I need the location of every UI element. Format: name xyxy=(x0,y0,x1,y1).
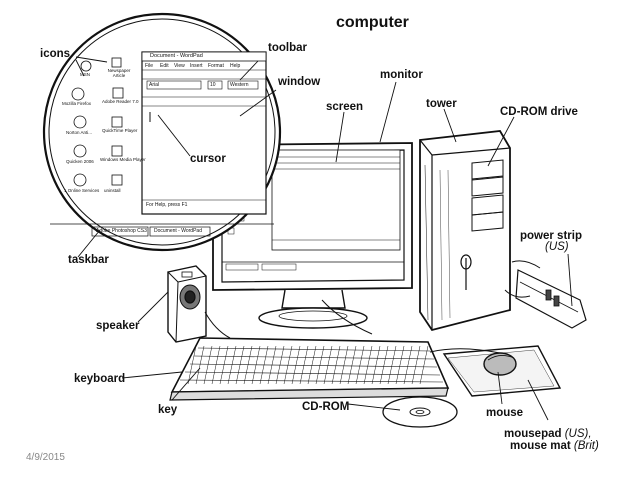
label-cdrom: CD-ROM xyxy=(302,401,350,413)
key-divider xyxy=(259,345,269,385)
key-divider xyxy=(355,345,365,385)
key-divider xyxy=(299,345,309,385)
script-box[interactable]: Western xyxy=(230,82,249,88)
key-divider xyxy=(323,345,333,385)
label-icons: icons xyxy=(40,48,71,60)
key-divider xyxy=(339,345,349,385)
label-taskbar: taskbar xyxy=(68,254,109,266)
label-power-strip: power strip xyxy=(520,230,582,242)
key-divider xyxy=(419,345,429,385)
desktop-icon-label[interactable]: Norton Anti... xyxy=(66,130,93,135)
status-text: For Help, press F1 xyxy=(146,202,188,208)
key-divider xyxy=(211,345,221,385)
key-divider xyxy=(403,345,413,385)
label-tower: tower xyxy=(426,98,457,110)
mousepad-us: mousepad xyxy=(504,428,562,440)
key-divider xyxy=(195,345,205,385)
leader-lines xyxy=(75,56,573,421)
key-divider xyxy=(331,345,341,385)
key-divider xyxy=(227,345,237,385)
taskbar-item-photoshop[interactable]: Adobe Photoshop CS3 xyxy=(96,228,147,234)
key-divider xyxy=(307,345,317,385)
key-divider xyxy=(371,345,381,385)
desktop-icon-label[interactable]: uninstall xyxy=(104,188,121,193)
key-divider xyxy=(291,345,301,385)
page-title: computer xyxy=(336,14,409,31)
region-note: (US), xyxy=(564,428,592,440)
size-box[interactable]: 10 xyxy=(210,82,216,88)
wordpad-menu-insert[interactable]: Insert xyxy=(190,63,203,69)
label-key: key xyxy=(158,404,178,416)
key-divider xyxy=(203,345,213,385)
label-mousepad: mousepad (US), xyxy=(504,428,592,440)
tower-drawing xyxy=(419,130,511,332)
slide-date: 4/9/2015 xyxy=(26,452,65,463)
key-divider xyxy=(315,345,325,385)
key-divider xyxy=(411,345,421,385)
label-cursor: cursor xyxy=(190,153,226,165)
key-divider xyxy=(251,345,261,385)
power-strip-drawing xyxy=(504,260,587,329)
desktop-icon-label[interactable]: Newspaper Article xyxy=(107,68,131,78)
key-divider xyxy=(347,345,357,385)
desktop-icon-label[interactable]: Mozilla Firefox xyxy=(62,101,92,106)
label-keyboard: keyboard xyxy=(74,373,126,385)
region-note: (Brit) xyxy=(573,440,599,452)
wordpad-menu-help[interactable]: Help xyxy=(230,63,241,69)
keyboard-drawing xyxy=(169,337,450,401)
key-divider xyxy=(283,345,293,385)
desktop-icon-label[interactable]: Windows Media Player xyxy=(100,157,146,162)
label-mouse-mat: mouse mat (Brit) xyxy=(510,440,599,452)
key-divider xyxy=(235,345,245,385)
wordpad-menu-format[interactable]: Format xyxy=(208,63,224,69)
key-divider xyxy=(379,345,389,385)
magnifier-drawing xyxy=(42,12,282,252)
key-divider xyxy=(275,345,285,385)
key-divider xyxy=(243,345,253,385)
key-divider xyxy=(395,345,405,385)
label-toolbar: toolbar xyxy=(268,42,307,54)
label-monitor: monitor xyxy=(380,69,423,81)
key-divider xyxy=(387,345,397,385)
wordpad-title: Document - WordPad xyxy=(150,53,203,59)
label-screen: screen xyxy=(326,101,364,113)
wordpad-menu-edit[interactable]: Edit xyxy=(160,63,169,69)
font-box[interactable]: Arial xyxy=(149,82,160,88)
label-speaker: speaker xyxy=(96,320,140,332)
desktop-icon-label[interactable]: Quicken 2006 xyxy=(66,159,94,164)
label-window: window xyxy=(278,76,321,88)
cd-drawing xyxy=(382,396,458,428)
label-cdrom-drive: CD-ROM drive xyxy=(500,106,578,118)
key-divider xyxy=(267,345,277,385)
desktop-icon-label[interactable]: 1 Online Services xyxy=(64,188,100,193)
desktop-icon-label[interactable]: QuickTime Player xyxy=(102,128,138,133)
desktop-icon-label[interactable]: Adobe Reader 7.0 xyxy=(102,99,139,104)
key-divider xyxy=(363,345,373,385)
mouse-mat-brit: mouse mat xyxy=(510,440,571,452)
taskbar-item-wordpad[interactable]: Document - WordPad xyxy=(154,228,202,234)
mousepad-drawing xyxy=(429,345,562,397)
key-divider xyxy=(187,345,197,385)
region-note: (US) xyxy=(545,241,569,253)
label-mouse: mouse xyxy=(486,407,524,419)
label-power-strip-region: (US) xyxy=(545,241,569,253)
wordpad-menu-view[interactable]: View xyxy=(174,63,185,69)
desktop-icon-label[interactable]: MSN xyxy=(80,72,90,77)
speaker-drawing xyxy=(167,265,207,343)
wordpad-menu-file[interactable]: File xyxy=(145,63,154,69)
key-divider xyxy=(219,345,229,385)
